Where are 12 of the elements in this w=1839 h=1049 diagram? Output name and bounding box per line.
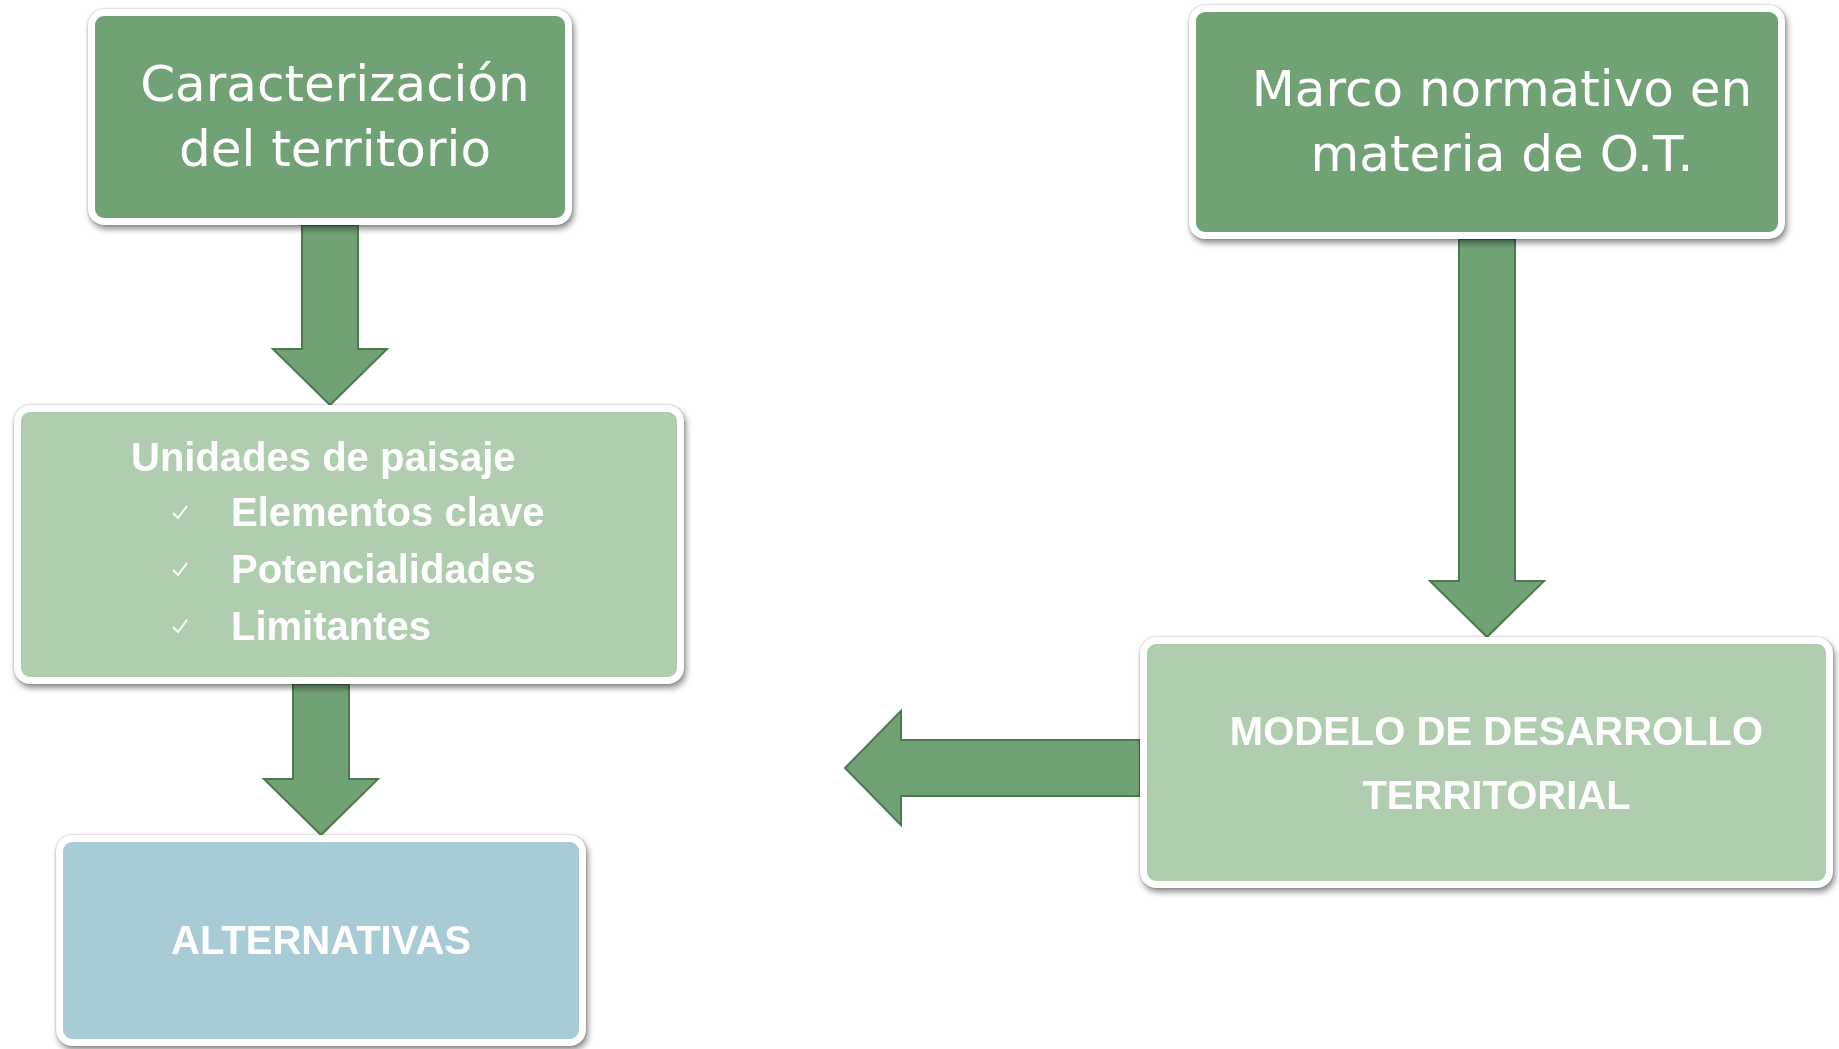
box-title: ALTERNATIVAS [171,918,471,963]
block-arrow [843,708,1141,828]
box-title: Marco normativo en materia de O.T. [1250,59,1754,185]
box-title: MODELO DE DESARROLLO TERRITORIAL [1228,707,1765,819]
block-arrow [270,224,390,407]
block-arrow [1427,238,1547,639]
box-title: Unidades de paisaje [131,434,516,480]
list-item: Limitantes [231,603,432,649]
list-item: Elementos clave [231,489,545,535]
list-item: Potencialidades [231,546,536,592]
box-title: Caracterización del territorio [139,54,531,180]
block-arrow [261,683,381,837]
